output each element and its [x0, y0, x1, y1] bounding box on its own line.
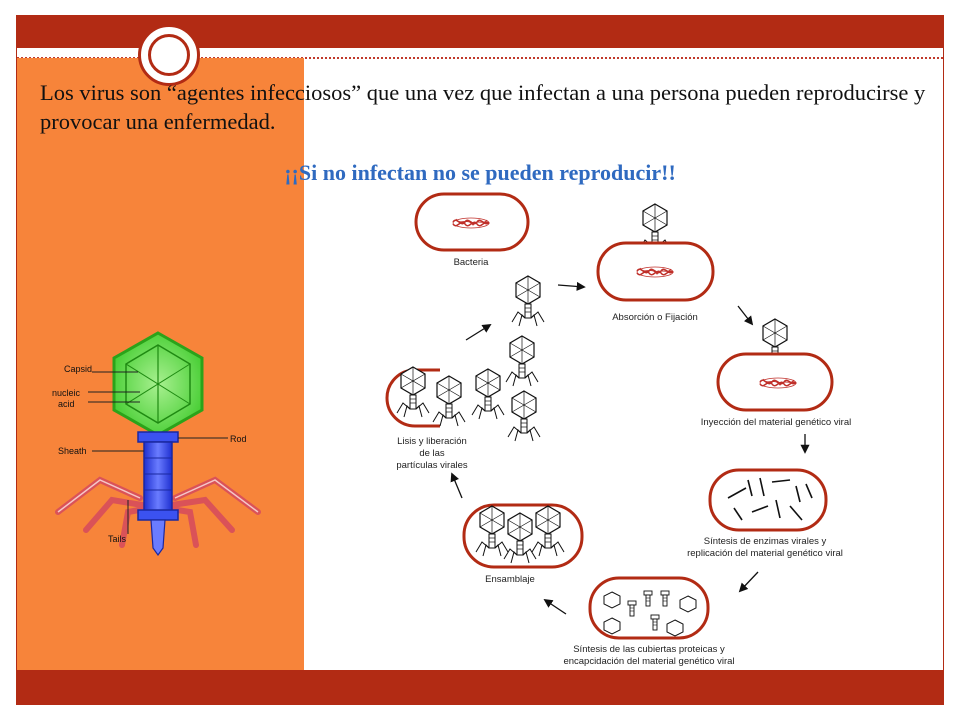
collar — [137, 431, 179, 443]
stage-inyeccion: Inyección del material genético viral — [701, 318, 852, 428]
stage-absorcion: Absorción o Fijación — [596, 203, 715, 323]
stage-ensamblaje: Ensamblaje — [462, 503, 584, 585]
frame-right-edge — [943, 48, 944, 670]
lytic-cycle: Bacteria Absorción o Fijación Inyección … — [385, 192, 852, 667]
base-plate — [137, 509, 179, 521]
label-acid: acid — [58, 399, 75, 409]
label-sintesis-1: Síntesis de enzimas virales y — [704, 536, 827, 547]
label-nucleic: nucleic — [52, 388, 81, 398]
frame-left-edge — [16, 48, 17, 670]
tail-tube — [150, 519, 166, 557]
label-lisis-3: partículas virales — [396, 460, 468, 471]
label-lisis-1: Lisis y liberación — [397, 436, 467, 447]
label-capsid: Capsid — [64, 364, 92, 374]
label-cubiertas-2: encapcidación del material genético vira… — [563, 656, 734, 667]
stage-bacteria: Bacteria — [414, 192, 530, 268]
phage-illustration: Capsid nucleic acid Sheath Rod Tails — [52, 331, 261, 557]
free-phage — [511, 275, 545, 327]
label-sintesis-2: replicación del material genético viral — [687, 548, 843, 559]
highlight-text: ¡¡Si no infectan no se pueden reproducir… — [284, 160, 676, 185]
bottom-bar — [16, 670, 944, 705]
label-sheath: Sheath — [58, 446, 87, 456]
label-cubiertas-1: Síntesis de las cubiertas proteicas y — [573, 644, 725, 655]
label-bacteria: Bacteria — [454, 257, 490, 268]
stage-sintesis: Síntesis de enzimas virales y replicació… — [687, 468, 843, 559]
label-absorcion: Absorción o Fijación — [612, 312, 698, 323]
label-tails: Tails — [108, 534, 127, 544]
label-rod: Rod — [230, 434, 247, 444]
tail-fiber-edges — [57, 479, 259, 513]
ring-logo-icon — [138, 24, 200, 86]
stage-cubiertas: Síntesis de las cubiertas proteicas y en… — [563, 576, 735, 667]
label-inyeccion: Inyección del material genético viral — [701, 417, 852, 428]
intro-text: Los virus son “agentes infecciosos” que … — [40, 80, 926, 134]
stage-lisis: Lisis y liberación de las partículas vir… — [385, 335, 541, 471]
label-ensamblaje: Ensamblaje — [485, 574, 535, 585]
label-lisis-2: de las — [419, 448, 445, 459]
tail-sheath — [143, 441, 173, 515]
dotted-divider — [17, 57, 943, 59]
